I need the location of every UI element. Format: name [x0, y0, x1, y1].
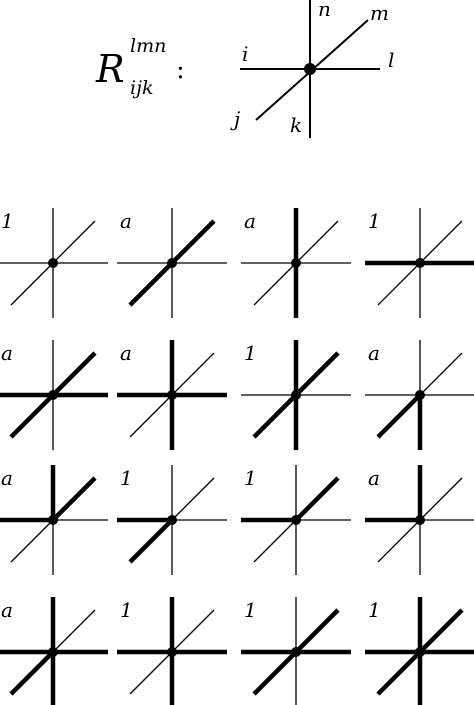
vertex-dot	[167, 515, 177, 525]
vertex-dot	[48, 647, 58, 657]
formula-superscript: lmn	[130, 35, 166, 57]
vertex-weight-label: 1	[120, 466, 133, 490]
vertex-weight-label: 1	[244, 341, 257, 365]
edge-m-thick	[51, 351, 97, 397]
vertex-dot	[167, 258, 177, 268]
edge-j-thick	[376, 650, 422, 696]
edge-m-thick	[294, 608, 340, 654]
vertex-configuration: 1	[365, 208, 474, 318]
vertex-dot	[291, 647, 301, 657]
vertex-dot	[415, 258, 425, 268]
vertex-dot	[291, 515, 301, 525]
legend-vertex-dot	[304, 63, 316, 75]
vertex-configurations-grid: 1 a a 1 a a 1 a a 1 1 a a 1 1 1	[0, 208, 474, 705]
vertex-weight-label: a	[120, 209, 132, 233]
vertex-configuration: a	[117, 208, 227, 318]
vertex-dot	[48, 515, 58, 525]
vertex-configuration: 1	[117, 465, 227, 575]
edge-j	[377, 262, 421, 306]
vertex-dot	[415, 515, 425, 525]
vertex-dot	[415, 647, 425, 657]
vertex-configuration: a	[365, 340, 474, 450]
edge-m-thick	[418, 608, 464, 654]
vertex-weight-label: a	[120, 341, 132, 365]
vertex-configuration: a	[241, 208, 351, 318]
vertex-dot	[48, 390, 58, 400]
legend-label-k: k	[290, 113, 302, 137]
vertex-dot	[167, 390, 177, 400]
vertex-weight-label: a	[1, 466, 13, 490]
vertex-weight-label: a	[1, 598, 13, 622]
edge-j-thick	[128, 261, 174, 307]
legend-vertex: i l n m j k	[230, 0, 394, 138]
vertex-weight-label: 1	[120, 598, 133, 622]
edge-j	[253, 262, 297, 306]
vertex-configuration: 1	[365, 597, 474, 705]
vertex-configuration: a	[0, 597, 108, 705]
edge-m	[171, 609, 215, 653]
edge-m-thick	[294, 351, 340, 397]
legend-label-m: m	[370, 1, 389, 25]
vertex-dot	[415, 390, 425, 400]
edge-j	[253, 519, 297, 563]
edge-m	[419, 352, 463, 396]
edge-j-thick	[9, 650, 55, 696]
edge-m	[171, 477, 215, 521]
edge-m	[52, 609, 96, 653]
vertex-configuration: a	[0, 340, 108, 450]
vertex-configuration: a	[0, 465, 108, 575]
edge-m-thick	[170, 219, 216, 265]
vertex-weight-label: 1	[244, 598, 257, 622]
formula-colon: :	[176, 55, 185, 85]
vertex-configuration: a	[365, 465, 474, 575]
edge-j-thick	[376, 393, 422, 439]
vertex-configuration: 1	[241, 597, 351, 705]
edge-m-thick	[51, 476, 97, 522]
formula-subscript: ijk	[130, 77, 153, 99]
vertex-configuration: 1	[0, 208, 108, 318]
vertex-dot	[291, 390, 301, 400]
r-matrix-formula: R lmn ijk :	[95, 35, 185, 99]
vertex-weight-label: a	[1, 341, 13, 365]
edge-j	[129, 651, 173, 695]
edge-m	[52, 220, 96, 264]
vertex-weight-label: 1	[368, 209, 381, 233]
vertex-dot	[291, 258, 301, 268]
formula-symbol: R	[95, 47, 125, 91]
vertex-weight-label: 1	[244, 466, 257, 490]
legend-label-j: j	[230, 107, 240, 131]
vertex-dot	[167, 647, 177, 657]
vertex-configuration: 1	[241, 465, 351, 575]
vertex-weight-label: 1	[368, 598, 381, 622]
vertex-weight-label: a	[368, 466, 380, 490]
edge-j	[129, 394, 173, 438]
edge-j-thick	[252, 393, 298, 439]
vertex-configuration: 1	[241, 340, 351, 450]
edge-m	[419, 220, 463, 264]
edge-j-thick	[252, 650, 298, 696]
legend-label-l: l	[388, 48, 394, 72]
edge-m	[419, 477, 463, 521]
edge-j	[10, 262, 54, 306]
legend-label-n: n	[318, 0, 331, 21]
vertex-weight-label: 1	[1, 209, 14, 233]
vertex-configuration: 1	[117, 597, 227, 705]
edge-j-thick	[128, 518, 174, 564]
legend-label-i: i	[242, 42, 248, 66]
edge-m	[171, 352, 215, 396]
vertex-dot	[48, 258, 58, 268]
vertex-weight-label: a	[368, 341, 380, 365]
vertex-configuration: a	[117, 340, 227, 450]
edge-j-thick	[9, 393, 55, 439]
edge-m-thick	[294, 476, 340, 522]
edge-j	[10, 519, 54, 563]
edge-j	[377, 519, 421, 563]
edge-m	[295, 220, 339, 264]
vertex-weight-label: a	[244, 209, 256, 233]
